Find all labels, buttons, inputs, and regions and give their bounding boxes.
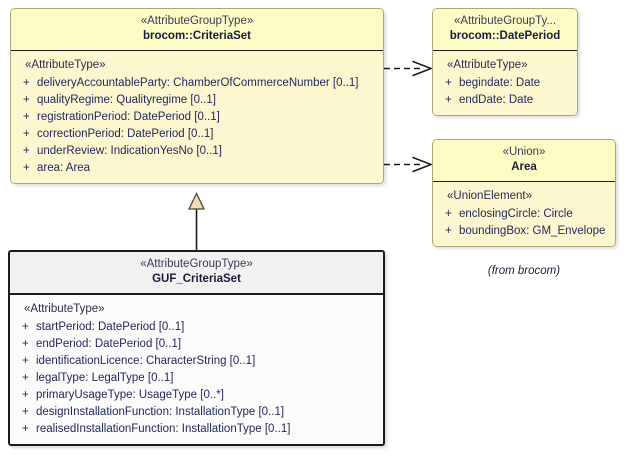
attribute-label: designInstallationFunction: Installation… [36, 406, 285, 418]
attribute-row[interactable]: + correctionPeriod: DatePeriod [0..1] [15, 126, 379, 143]
class-attributes-area: «UnionElement» + enclosingCircle: Circle… [433, 182, 615, 246]
class-header-area: «Union» Area [433, 140, 615, 182]
dependency-criteriaset-to-dateperiod[interactable] [384, 60, 434, 77]
attribute-label: correctionPeriod: DatePeriod [0..1] [37, 128, 214, 140]
visibility-marker: + [445, 225, 452, 237]
dependency-criteriaset-to-area[interactable] [384, 156, 434, 173]
visibility-marker: + [23, 145, 30, 157]
visibility-marker: + [23, 128, 30, 140]
attribute-label: startPeriod: DatePeriod [0..1] [36, 321, 185, 333]
class-header-criteriaset: «AttributeGroupType» brocom::CriteriaSet [11, 9, 383, 51]
attribute-label: boundingBox: GM_Envelope [459, 225, 606, 237]
class-header-dateperiod: «AttributeGroupTy... brocom::DatePeriod [433, 9, 577, 51]
attribute-row[interactable]: + enclosingCircle: Circle [437, 206, 611, 223]
class-header-guf-criteriaset: «AttributeGroupType» GUF_CriteriaSet [10, 252, 383, 295]
visibility-marker: + [23, 94, 30, 106]
visibility-marker: + [23, 162, 30, 174]
visibility-marker: + [22, 372, 29, 384]
attribute-label: begindate: Date [459, 77, 541, 89]
class-name: Area [511, 161, 537, 173]
class-box-criteriaset[interactable]: «AttributeGroupType» brocom::CriteriaSet… [10, 8, 384, 184]
attribute-label: primaryUsageType: UsageType [0..*] [36, 389, 224, 401]
class-attributes-dateperiod: «AttributeType» + begindate: Date + endD… [433, 51, 577, 115]
generalization-arrowhead-icon [187, 192, 206, 210]
dependency-arrowhead-icon [412, 60, 434, 77]
attribute-group-stereotype: «AttributeType» [24, 303, 105, 315]
attribute-label: qualityRegime: Qualityregime [0..1] [37, 94, 216, 106]
attribute-row[interactable]: + endPeriod: DatePeriod [0..1] [14, 336, 379, 353]
visibility-marker: + [23, 111, 30, 123]
attribute-row[interactable]: + qualityRegime: Qualityregime [0..1] [15, 92, 379, 109]
attribute-label: area: Area [37, 162, 91, 174]
visibility-marker: + [22, 389, 29, 401]
class-attributes-criteriaset: «AttributeType» + deliveryAccountablePar… [11, 51, 383, 183]
attribute-row[interactable]: + endDate: Date [437, 92, 573, 109]
visibility-marker: + [22, 355, 29, 367]
attribute-row[interactable]: + realisedInstallationFunction: Installa… [14, 421, 379, 438]
class-stereotype: «AttributeGroupTy... [453, 15, 557, 27]
attribute-label: endDate: Date [459, 94, 534, 106]
class-name: brocom::CriteriaSet [143, 30, 251, 42]
attribute-label: deliveryAccountableParty: ChamberOfComme… [37, 77, 359, 89]
attribute-label: legalType: LegalType [0..1] [36, 372, 174, 384]
attribute-label: underReview: IndicationYesNo [0..1] [37, 145, 222, 157]
attribute-row[interactable]: + identificationLicence: CharacterString… [14, 353, 379, 370]
attribute-row[interactable]: + startPeriod: DatePeriod [0..1] [14, 319, 379, 336]
class-box-area[interactable]: «Union» Area «UnionElement» + enclosingC… [432, 139, 616, 247]
visibility-marker: + [445, 208, 452, 220]
generalization-guf-criteriaset-to-criteriaset[interactable] [187, 192, 206, 251]
attribute-row[interactable]: + begindate: Date [437, 75, 573, 92]
attribute-row[interactable]: + legalType: LegalType [0..1] [14, 370, 379, 387]
class-box-guf-criteriaset[interactable]: «AttributeGroupType» GUF_CriteriaSet «At… [8, 250, 385, 446]
visibility-marker: + [22, 338, 29, 350]
attribute-label: identificationLicence: CharacterString [… [36, 355, 256, 367]
class-box-dateperiod[interactable]: «AttributeGroupTy... brocom::DatePeriod … [432, 8, 578, 116]
class-attributes-guf-criteriaset: «AttributeType» + startPeriod: DatePerio… [10, 295, 383, 444]
attribute-row[interactable]: + primaryUsageType: UsageType [0..*] [14, 387, 379, 404]
attribute-row[interactable]: + boundingBox: GM_Envelope [437, 223, 611, 240]
class-name: GUF_CriteriaSet [152, 273, 241, 285]
visibility-marker: + [22, 406, 29, 418]
class-stereotype: «Union» [502, 146, 546, 158]
visibility-marker: + [445, 77, 452, 89]
class-stereotype: «AttributeGroupType» [140, 15, 254, 27]
attribute-row[interactable]: + deliveryAccountableParty: ChamberOfCom… [15, 75, 379, 92]
attribute-group-stereotype: «AttributeType» [25, 59, 106, 71]
attribute-group-stereotype: «AttributeType» [447, 59, 528, 71]
package-origin-note: (from brocom) [487, 265, 561, 277]
class-name: brocom::DatePeriod [449, 30, 561, 42]
attribute-label: registrationPeriod: DatePeriod [0..1] [37, 111, 220, 123]
visibility-marker: + [22, 423, 29, 435]
visibility-marker: + [445, 94, 452, 106]
attribute-label: realisedInstallationFunction: Installati… [36, 423, 291, 435]
attribute-row[interactable]: + designInstallationFunction: Installati… [14, 404, 379, 421]
visibility-marker: + [23, 77, 30, 89]
dependency-arrowhead-icon [412, 156, 434, 173]
attribute-row[interactable]: + registrationPeriod: DatePeriod [0..1] [15, 109, 379, 126]
attribute-label: endPeriod: DatePeriod [0..1] [36, 338, 182, 350]
class-stereotype: «AttributeGroupType» [140, 258, 253, 270]
attribute-label: enclosingCircle: Circle [459, 208, 573, 220]
attribute-row[interactable]: + underReview: IndicationYesNo [0..1] [15, 143, 379, 160]
attribute-row[interactable]: + area: Area [15, 160, 379, 177]
attribute-group-stereotype: «UnionElement» [447, 190, 533, 202]
visibility-marker: + [22, 321, 29, 333]
